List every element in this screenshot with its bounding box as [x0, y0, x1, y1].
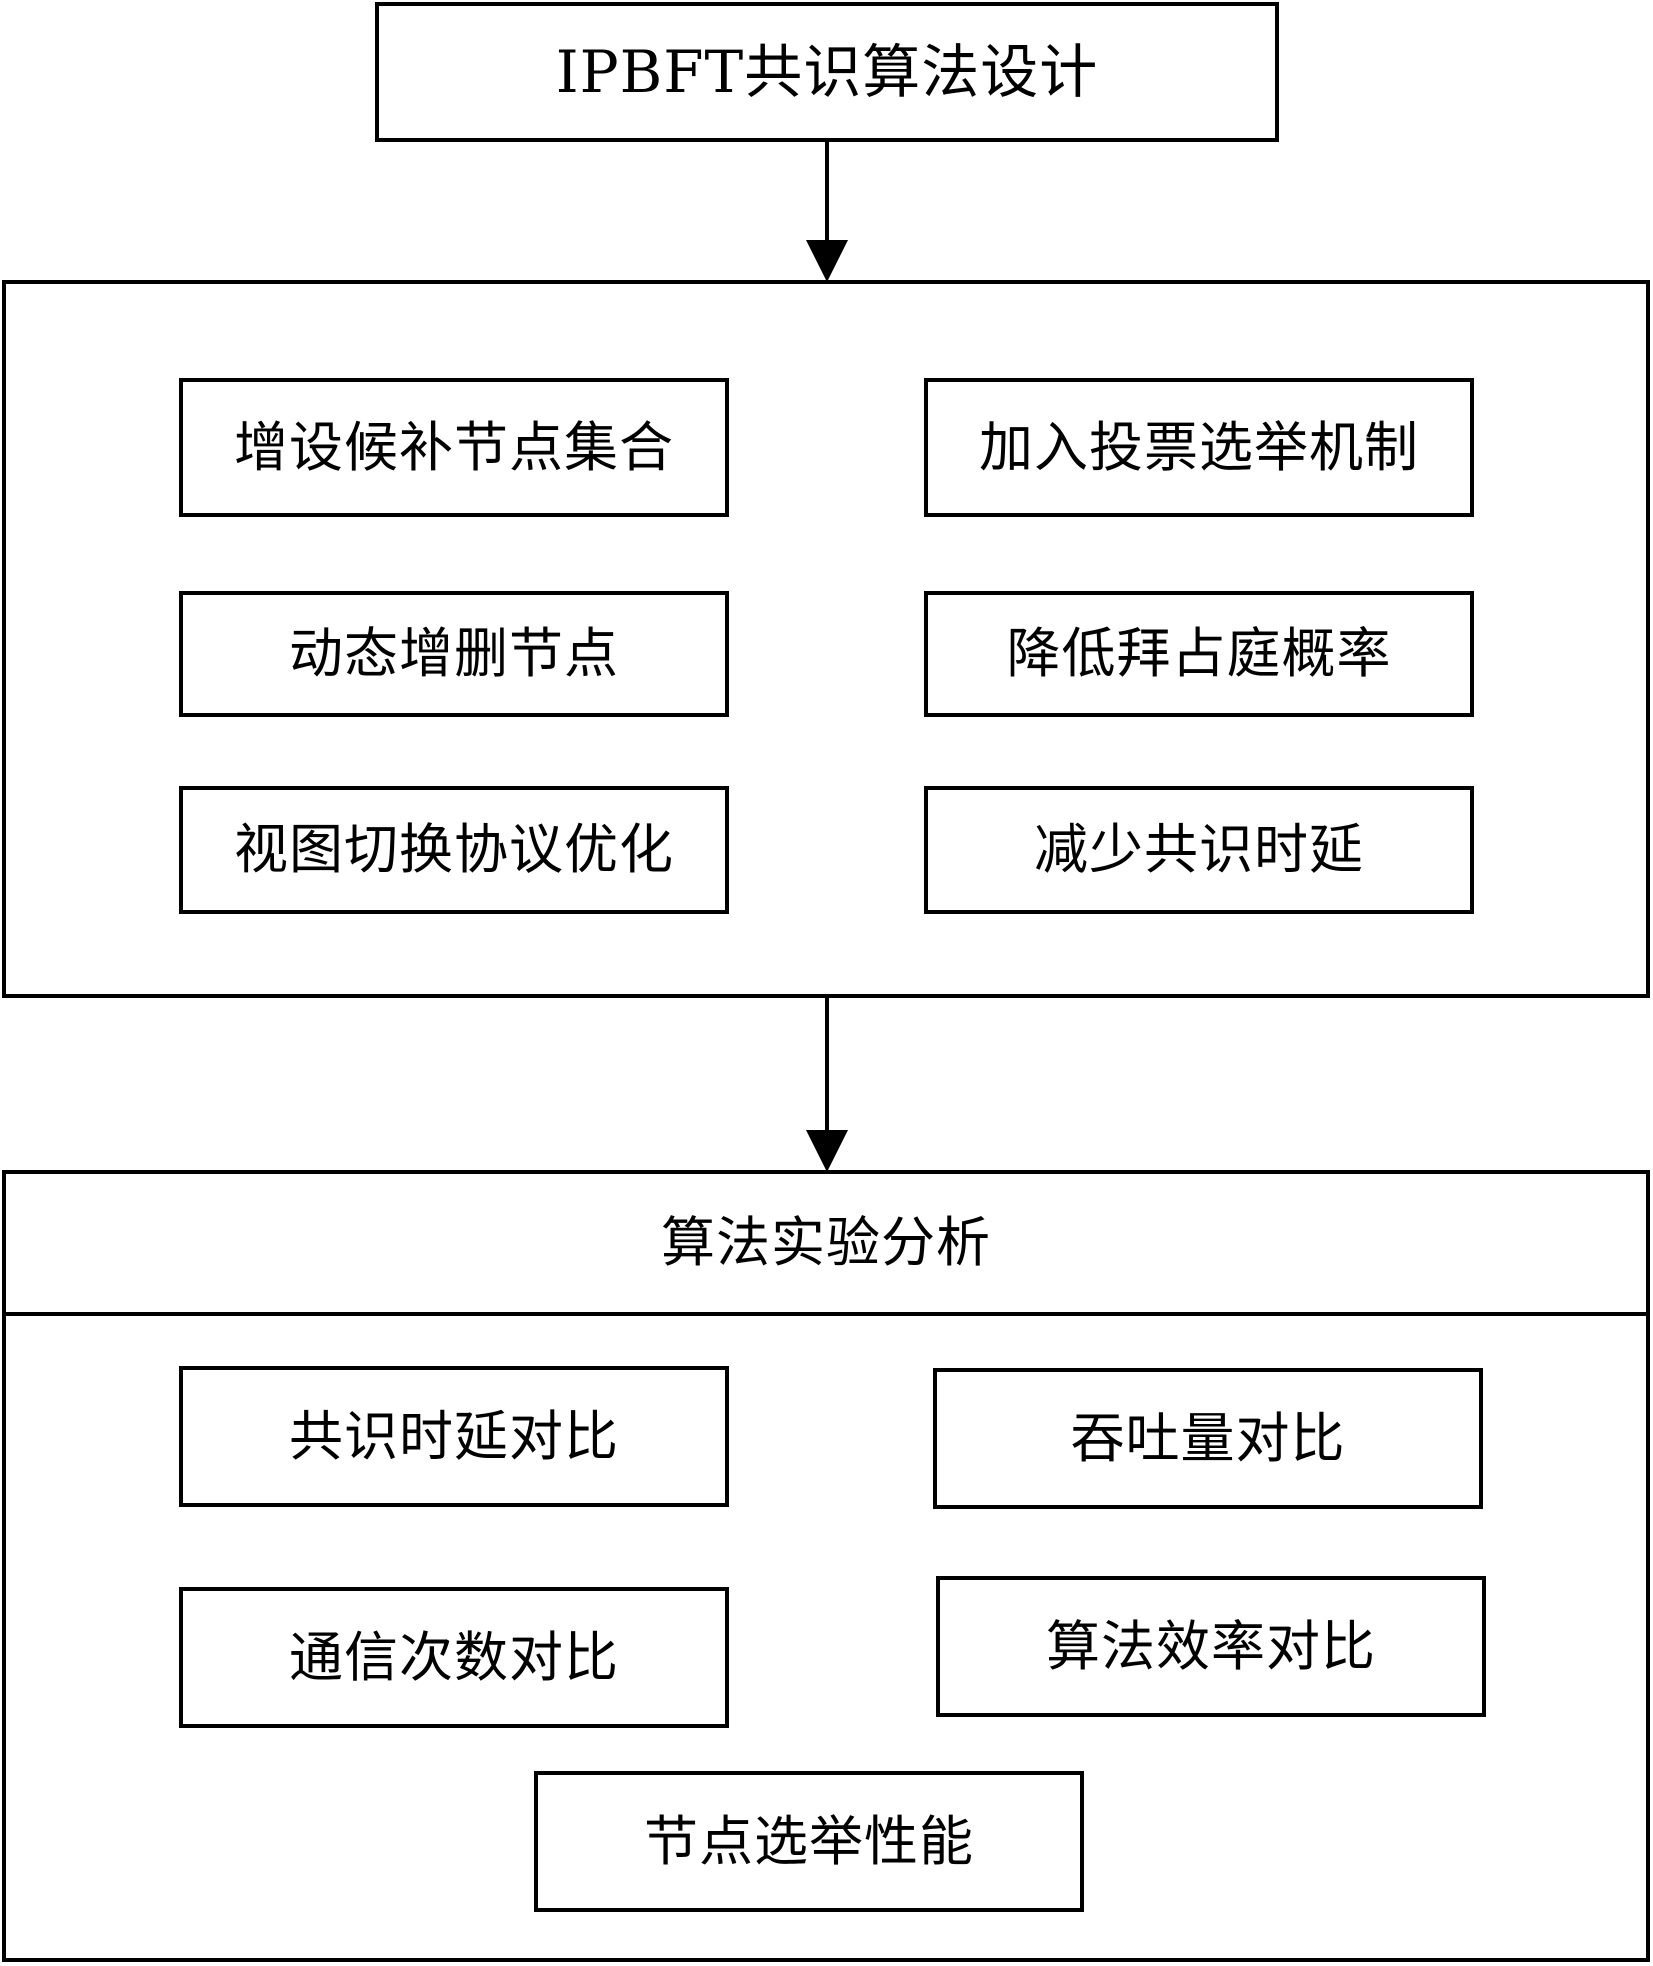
item-throughput-comparison-label: 吞吐量对比 [1070, 1406, 1346, 1470]
title-box: IPBFT共识算法设计 [375, 2, 1279, 142]
item-efficiency-comparison-label: 算法效率对比 [1046, 1614, 1376, 1678]
node-reduce-byzantine-label: 降低拜占庭概率 [1006, 622, 1392, 685]
node-dynamic-add-remove: 动态增删节点 [179, 591, 729, 717]
arrow-title-to-design [806, 140, 848, 282]
node-reduce-byzantine: 降低拜占庭概率 [924, 591, 1474, 717]
item-efficiency-comparison: 算法效率对比 [936, 1576, 1486, 1717]
experiment-header-divider [6, 1312, 1646, 1316]
arrow-design-to-experiment [806, 998, 848, 1172]
experiment-header-text: 算法实验分析 [661, 1211, 991, 1274]
node-dynamic-add-remove-label: 动态增删节点 [289, 622, 619, 685]
item-communication-comparison-label: 通信次数对比 [289, 1625, 619, 1689]
item-throughput-comparison: 吞吐量对比 [933, 1368, 1483, 1509]
item-latency-comparison-label: 共识时延对比 [289, 1404, 619, 1468]
item-communication-comparison: 通信次数对比 [179, 1587, 729, 1728]
node-voting-election: 加入投票选举机制 [924, 378, 1474, 517]
node-voting-election-label: 加入投票选举机制 [979, 415, 1419, 479]
node-reduce-latency-label: 减少共识时延 [1034, 818, 1364, 881]
node-reduce-latency: 减少共识时延 [924, 786, 1474, 914]
experiment-header: 算法实验分析 [6, 1174, 1646, 1312]
node-view-change-optimization-label: 视图切换协议优化 [234, 818, 674, 881]
item-latency-comparison: 共识时延对比 [179, 1366, 729, 1507]
title-text: IPBFT共识算法设计 [555, 38, 1099, 106]
node-view-change-optimization: 视图切换协议优化 [179, 786, 729, 914]
node-candidate-set-label: 增设候补节点集合 [234, 415, 674, 479]
node-candidate-set: 增设候补节点集合 [179, 378, 729, 517]
item-election-performance-label: 节点选举性能 [644, 1809, 974, 1873]
item-election-performance: 节点选举性能 [534, 1771, 1084, 1912]
